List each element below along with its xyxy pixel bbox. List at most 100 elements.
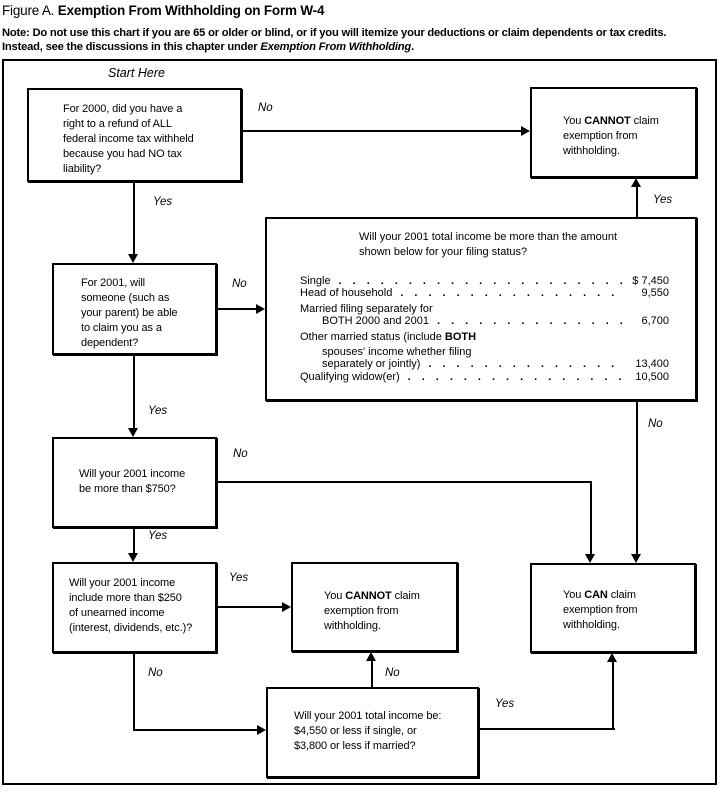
- box-start-question: For 2000, did you have a right to a refu…: [27, 88, 242, 182]
- filing-status-label: separately or jointly): [322, 358, 421, 371]
- edge-label-yes-filing-to-cannot: Yes: [653, 194, 673, 206]
- edge-label-no-start-to-cannot: No: [258, 102, 273, 114]
- box-start-question-text: For 2000, did you have a right to a refu…: [63, 103, 194, 175]
- filing-status-question: Will your 2001 total income be more than…: [359, 231, 618, 258]
- arrowhead: [128, 428, 138, 437]
- dot-leader: ........................................: [338, 275, 623, 287]
- box-filing-status: Will your 2001 total income be more than…: [265, 217, 697, 401]
- edge-label-no-unearned-to-total: No: [148, 667, 163, 679]
- box-unearned-income-question: Will your 2001 income include more than …: [52, 562, 217, 653]
- filing-status-row: Married filing separately for: [300, 300, 669, 315]
- figure-note: Note: Do not use this chart if you are 6…: [2, 26, 719, 54]
- note-line2-italic: Exemption From Withholding: [260, 41, 412, 53]
- arrowhead: [256, 304, 265, 314]
- box-total-income-question: Will your 2001 total income be: $4,550 o…: [266, 687, 479, 778]
- connector-line: [217, 481, 592, 483]
- box-income-750-text: Will your 2001 income be more than $750?: [79, 468, 186, 495]
- box-cannot-claim-top-text: You CANNOT claim exemption from withhold…: [563, 114, 659, 159]
- box-income-750-question: Will your 2001 income be more than $750?: [52, 437, 217, 528]
- filing-status-amount: 6,700: [641, 315, 669, 328]
- arrowhead: [585, 554, 595, 563]
- filing-status-label: Single: [300, 275, 331, 287]
- box-total-income-text: Will your 2001 total income be: $4,550 o…: [294, 710, 442, 752]
- connector-line: [133, 182, 135, 255]
- arrowhead: [631, 178, 641, 187]
- arrowhead: [366, 652, 376, 661]
- filing-status-label: spouses' income whether filing: [322, 346, 472, 359]
- edge-label-yes-start-to-dependent: Yes: [153, 196, 173, 208]
- filing-status-label: BOTH 2000 and 2001: [322, 315, 430, 328]
- filing-status-row: Qualifying widow(er)....................…: [300, 371, 669, 383]
- arrowhead: [607, 653, 617, 662]
- figure-title-main: Exemption From Withholding on Form W-4: [57, 3, 325, 18]
- can-pre: You: [563, 589, 585, 601]
- filing-status-row: separately or jointly)..................…: [300, 358, 669, 370]
- connector-line: [133, 729, 257, 731]
- edge-label-no-total-to-cannot: No: [385, 667, 400, 679]
- arrowhead: [257, 725, 266, 735]
- figure-title: Figure A. Exemption From Withholding on …: [2, 3, 324, 18]
- box-dependent-question-text: For 2001, will someone (such as your par…: [81, 277, 178, 349]
- dot-leader: [441, 300, 623, 312]
- box-unearned-income-text: Will your 2001 income include more than …: [69, 577, 193, 634]
- arrowhead: [282, 602, 291, 612]
- note-line2: Instead, see the discussions in this cha…: [2, 41, 261, 53]
- dot-leader: ........................................: [428, 358, 623, 371]
- edge-label-no-dependent-to-filing: No: [232, 278, 247, 290]
- box-can-claim: You CAN claim exemption from withholding…: [530, 563, 696, 653]
- edge-label-yes-unearned-to-cannot: Yes: [229, 572, 249, 584]
- connector-line: [217, 308, 257, 310]
- filing-status-amount: 9,550: [641, 287, 669, 300]
- connector-line: [217, 606, 283, 608]
- can-post: claim exemption from withholding.: [563, 589, 638, 631]
- connector-line: [479, 728, 615, 730]
- connector-line: [242, 130, 522, 132]
- filing-status-row: Single..................................…: [300, 275, 669, 287]
- chart-border: [2, 59, 717, 785]
- cannot-mid-pre: You: [324, 590, 346, 602]
- figure-title-prefix: Figure A.: [2, 3, 58, 18]
- box-cannot-claim-mid: You CANNOT claim exemption from withhold…: [291, 562, 458, 652]
- filing-status-label: Qualifying widow(er): [300, 370, 400, 383]
- filing-status-amount: 13,400: [635, 358, 669, 371]
- connector-line: [636, 401, 638, 555]
- filing-status-row: Head of household.......................…: [300, 287, 669, 299]
- edge-label-no-750-to-can: No: [233, 448, 248, 460]
- connector-line: [636, 186, 638, 217]
- arrowhead: [521, 126, 530, 136]
- box-can-claim-text: You CAN claim exemption from withholding…: [563, 588, 638, 633]
- edge-label-yes-dependent-to-750: Yes: [148, 405, 168, 417]
- note-line2-period: .: [411, 41, 414, 53]
- box-cannot-claim-top: You CANNOT claim exemption from withhold…: [530, 87, 697, 178]
- cannot-mid-post: claim exemption from withholding.: [324, 590, 420, 632]
- edge-label-yes-750-to-unearned: Yes: [148, 530, 168, 542]
- dot-leader: [479, 343, 623, 355]
- filing-status-label: Head of household: [300, 287, 393, 300]
- connector-line: [612, 661, 614, 730]
- edge-label-no-filing-to-can: No: [648, 418, 663, 430]
- connector-line: [133, 528, 135, 554]
- cannot-top-bold: CANNOT: [584, 115, 631, 127]
- connector-line: [133, 653, 135, 731]
- start-here-label: Start Here: [108, 66, 165, 80]
- dot-leader: ........................................: [437, 315, 623, 328]
- connector-line: [371, 661, 373, 687]
- filing-status-label: Married filing separately for: [300, 302, 433, 315]
- box-dependent-question: For 2001, will someone (such as your par…: [52, 263, 217, 355]
- note-line1: Note: Do not use this chart if you are 6…: [2, 27, 667, 39]
- edge-label-yes-total-to-can: Yes: [495, 698, 515, 710]
- connector-line: [590, 481, 592, 555]
- filing-status-row: spouses' income whether filing: [300, 343, 669, 358]
- dot-leader: ........................................: [407, 370, 623, 383]
- arrowhead: [128, 553, 138, 562]
- cannot-mid-bold: CANNOT: [345, 590, 392, 602]
- cannot-top-pre: You: [563, 115, 585, 127]
- filing-status-rows: Single..................................…: [300, 275, 669, 383]
- connector-line: [133, 355, 135, 429]
- filing-status-row: BOTH 2000 and 2001......................…: [300, 315, 669, 327]
- filing-status-amount: 10,500: [635, 370, 669, 383]
- filing-status-row: Other married status (include BOTH: [300, 328, 669, 343]
- dot-leader: [484, 328, 623, 340]
- arrowhead: [631, 554, 641, 563]
